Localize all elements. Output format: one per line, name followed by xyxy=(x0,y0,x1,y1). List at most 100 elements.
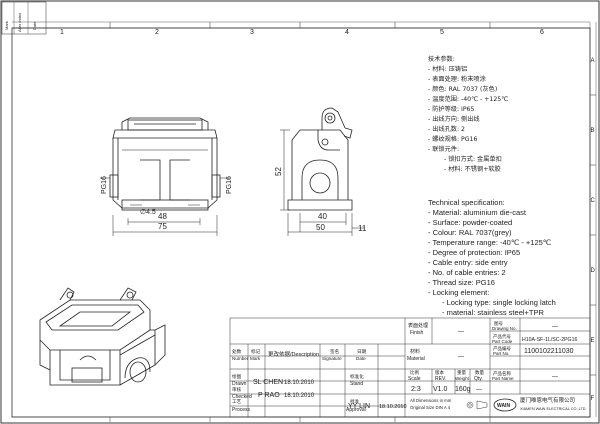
tb-part-name-value: — xyxy=(552,374,558,380)
tb-checked-date: 18.10.2010 xyxy=(284,393,315,399)
tb-drawing-no-cn: 图号 xyxy=(494,321,503,327)
tb-rev-en: REV. xyxy=(435,376,446,382)
spec-cn-line: - 颜色: RAL 7037 (灰色) xyxy=(428,85,497,93)
tb-approved-name: YY LIN xyxy=(348,403,370,410)
front-dimensions xyxy=(100,177,230,236)
tb-date-en: Date xyxy=(356,356,366,361)
tb-drawn-cn: 绘图 xyxy=(232,373,242,380)
tb-rev-value: V1.0 xyxy=(433,386,448,393)
spec-en: Technical specification: - Material: alu… xyxy=(428,198,556,317)
dim-front-inner: 48 xyxy=(158,212,167,221)
tb-num-cn: 处数 xyxy=(232,348,242,355)
tb-dims-note-1: All Dimensions in mm xyxy=(410,398,452,403)
tb-part-no-cn: 产品编号 xyxy=(493,345,511,352)
tb-checked-cn: 审核 xyxy=(232,386,242,393)
tb-scale-cn: 比例 xyxy=(410,369,419,376)
side-dimensions xyxy=(280,129,365,236)
tb-standard-cn: 标准化 xyxy=(350,373,364,380)
spec-en-line: - Locking type: single locking latch xyxy=(442,298,556,307)
tb-qty-cn: 数量 xyxy=(475,369,484,376)
projection-symbol-icon xyxy=(466,400,488,410)
tb-date-cn: 日期 xyxy=(357,349,367,355)
grid-col-1: 1 xyxy=(60,29,64,36)
iso-view xyxy=(39,287,166,386)
tb-approved-en: Approval xyxy=(346,407,366,413)
spec-en-line: - Material: aluminium die-cast xyxy=(428,208,527,217)
grid-row-b: B xyxy=(591,128,595,134)
strip-date: Date xyxy=(32,21,37,30)
tb-qty-en: Qty. xyxy=(474,376,483,382)
tb-part-code-en: Part Code xyxy=(492,339,513,344)
grid-row-d: D xyxy=(591,268,596,274)
dim-front-total: 75 xyxy=(158,222,167,231)
tb-drawn-name: SL CHEN xyxy=(253,379,283,386)
company-logo: WAIN xyxy=(493,398,517,412)
tb-part-no-value: 1100102211030 xyxy=(524,348,574,355)
grid-row-e: E xyxy=(591,338,595,344)
tb-mark-en: Mark xyxy=(250,356,261,361)
tb-company-cn: 厦门唯恩电气有限公司 xyxy=(520,396,575,404)
tb-checked-en: Checked xyxy=(232,394,252,400)
grid-col-2: 2 xyxy=(155,29,159,36)
tb-drawn-en: Drawn xyxy=(232,381,247,387)
tb-drawn-date: 18.10.2010 xyxy=(284,380,315,386)
dim-side-height: 52 xyxy=(274,167,283,176)
tb-checked-name: P RAO xyxy=(258,392,280,399)
tb-finish-cn: 表面处理 xyxy=(408,322,428,329)
spec-en-line: - Cable entry: side entry xyxy=(428,258,508,267)
tb-company-en: XIAMEN WAIN ELECTRICAL CO.,LTD xyxy=(520,407,586,411)
spec-cn-title: 技术参数: xyxy=(428,55,455,63)
grid-col-6: 6 xyxy=(540,29,544,36)
dim-side-inner: 40 xyxy=(318,212,327,221)
tb-change-en: /Description xyxy=(290,352,319,358)
tb-weight-en: Weight xyxy=(455,376,470,381)
spec-en-line: - Colour: RAL 7037(grey) xyxy=(428,228,512,237)
tb-drawing-no-en: Drawing No. xyxy=(492,326,517,331)
tb-finish-value: — xyxy=(458,329,464,335)
front-view xyxy=(109,117,221,211)
spec-cn: 技术参数: - 材料: 压铸铝 - 表面处理: 粉末喷涂 - 颜色: RAL 7… xyxy=(428,55,508,173)
tb-part-code-value: H10A-SF-1L/SC-2PG16 xyxy=(522,337,577,343)
tb-part-name-cn: 产品名称 xyxy=(493,370,511,377)
tb-process-cn: 工艺 xyxy=(232,399,242,405)
tb-approved-cn: 批准 xyxy=(350,398,360,405)
spec-en-line: - Surface: powder-coated xyxy=(428,218,512,227)
spec-cn-line: - 材料: 压铸铝 xyxy=(428,65,467,73)
spec-en-line: - Locking element: xyxy=(428,288,489,297)
spec-cn-line: - 材料: 不锈钢+软胶 xyxy=(444,165,501,173)
spec-cn-line: - 防护等级: IP65 xyxy=(428,105,474,113)
tb-rev-cn: 版本 xyxy=(435,369,444,376)
spec-en-line: - material: stainless steel+TPR xyxy=(442,308,544,317)
dim-side-outer: 50 xyxy=(316,223,325,232)
grid-row-c: C xyxy=(591,198,596,204)
tb-standard-en: Stand xyxy=(350,381,363,387)
spec-cn-line: - 联锁元件: xyxy=(428,145,459,153)
tb-scale-value: 2:3 xyxy=(411,386,421,393)
thread-left-label: PG16 xyxy=(101,176,108,194)
spec-cn-line: - 出线孔数: 2 xyxy=(428,125,465,133)
tb-sign-cn: 签名 xyxy=(330,348,339,355)
grid-row-a: A xyxy=(591,58,595,64)
spec-en-line: - Temperature range: -40℃ - +125℃ xyxy=(428,238,552,247)
spec-en-title: Technical specification: xyxy=(428,198,505,207)
revision-strip: Mark Alter Index Date xyxy=(1,1,47,35)
dim-front-hole: ∅4.5 xyxy=(140,209,156,216)
spec-en-line: - No. of cable entries: 2 xyxy=(428,268,506,277)
spec-cn-line: - 出线方向: 侧出线 xyxy=(428,115,480,123)
tb-qty-value: — xyxy=(476,387,482,393)
tb-weight-value: 160g xyxy=(455,386,471,393)
tb-material-value: — xyxy=(458,354,464,360)
strip-mark: Mark xyxy=(4,21,9,30)
spec-en-line: - Thread size: PG16 xyxy=(428,278,495,287)
tb-drawing-no-value: — xyxy=(552,324,558,330)
spec-cn-line: - 表面处理: 粉末喷涂 xyxy=(428,75,486,83)
tb-sign-en: Signature xyxy=(322,356,342,361)
tb-material-en: Material xyxy=(407,356,425,362)
spec-cn-line: - 锁扣方式: 金属单扣 xyxy=(444,155,502,163)
grid-row-f: F xyxy=(591,396,595,402)
tb-scale-en: Scale xyxy=(408,376,421,382)
tb-change-cn: 更改依据 xyxy=(268,350,291,358)
tb-part-code-cn: 产品代号 xyxy=(493,333,511,340)
